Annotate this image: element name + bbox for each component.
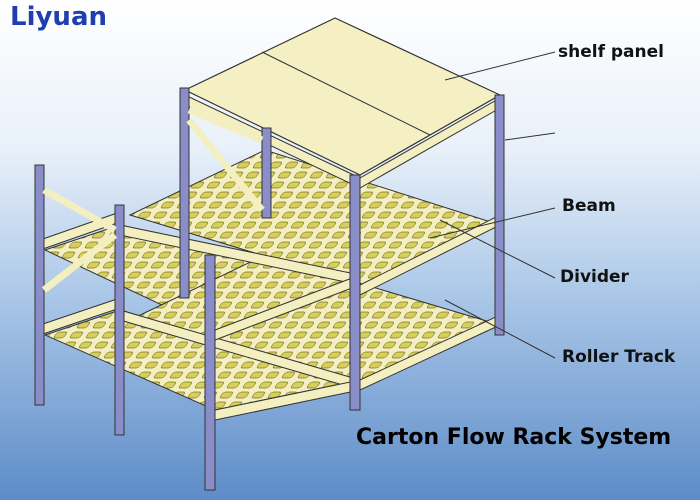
callout-roller-track: Roller Track bbox=[562, 347, 676, 367]
diagram-title: Carton Flow Rack System bbox=[356, 425, 672, 450]
shelf-panel bbox=[183, 17, 502, 176]
callout-shelf-panel: shelf panel bbox=[558, 42, 664, 62]
callout-beam: Beam bbox=[562, 196, 616, 216]
uprights bbox=[34, 87, 505, 491]
callout-divider: Divider bbox=[560, 267, 629, 287]
left-bay-decks bbox=[43, 149, 502, 411]
bracing bbox=[41, 106, 265, 293]
leader-lines bbox=[429, 51, 556, 359]
brand-logo: Liyuan bbox=[10, 2, 107, 32]
